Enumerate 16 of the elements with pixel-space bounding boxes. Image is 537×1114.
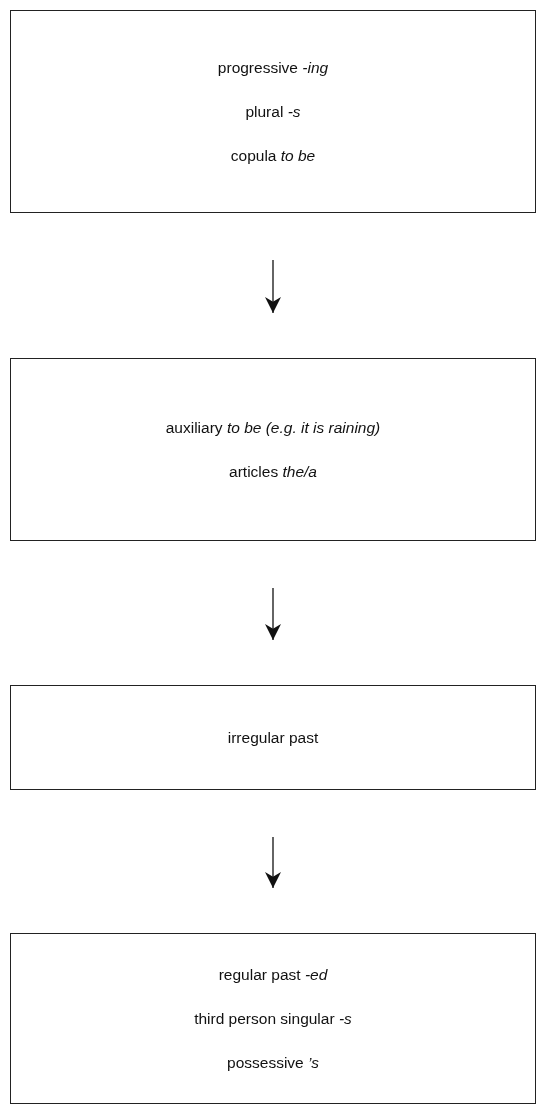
box-text: progressive -ing xyxy=(217,58,329,77)
box-text: possessive ’s xyxy=(227,1053,319,1072)
process-box xyxy=(10,933,536,1104)
process-box xyxy=(10,358,536,541)
box-text: articles the/a xyxy=(229,462,317,481)
box-text: irregular past xyxy=(227,728,319,747)
box-text: regular past -ed xyxy=(218,965,328,984)
box-text: auxiliary to be (e.g. it is raining) xyxy=(165,418,381,437)
process-box xyxy=(10,10,536,213)
process-box xyxy=(10,685,536,790)
box-text: third person singular -s xyxy=(194,1009,352,1028)
box-text: copula to be xyxy=(230,146,316,165)
arrow xyxy=(265,836,281,889)
box-text: plural -s xyxy=(245,102,301,121)
arrow xyxy=(265,587,281,641)
arrow xyxy=(265,259,281,314)
